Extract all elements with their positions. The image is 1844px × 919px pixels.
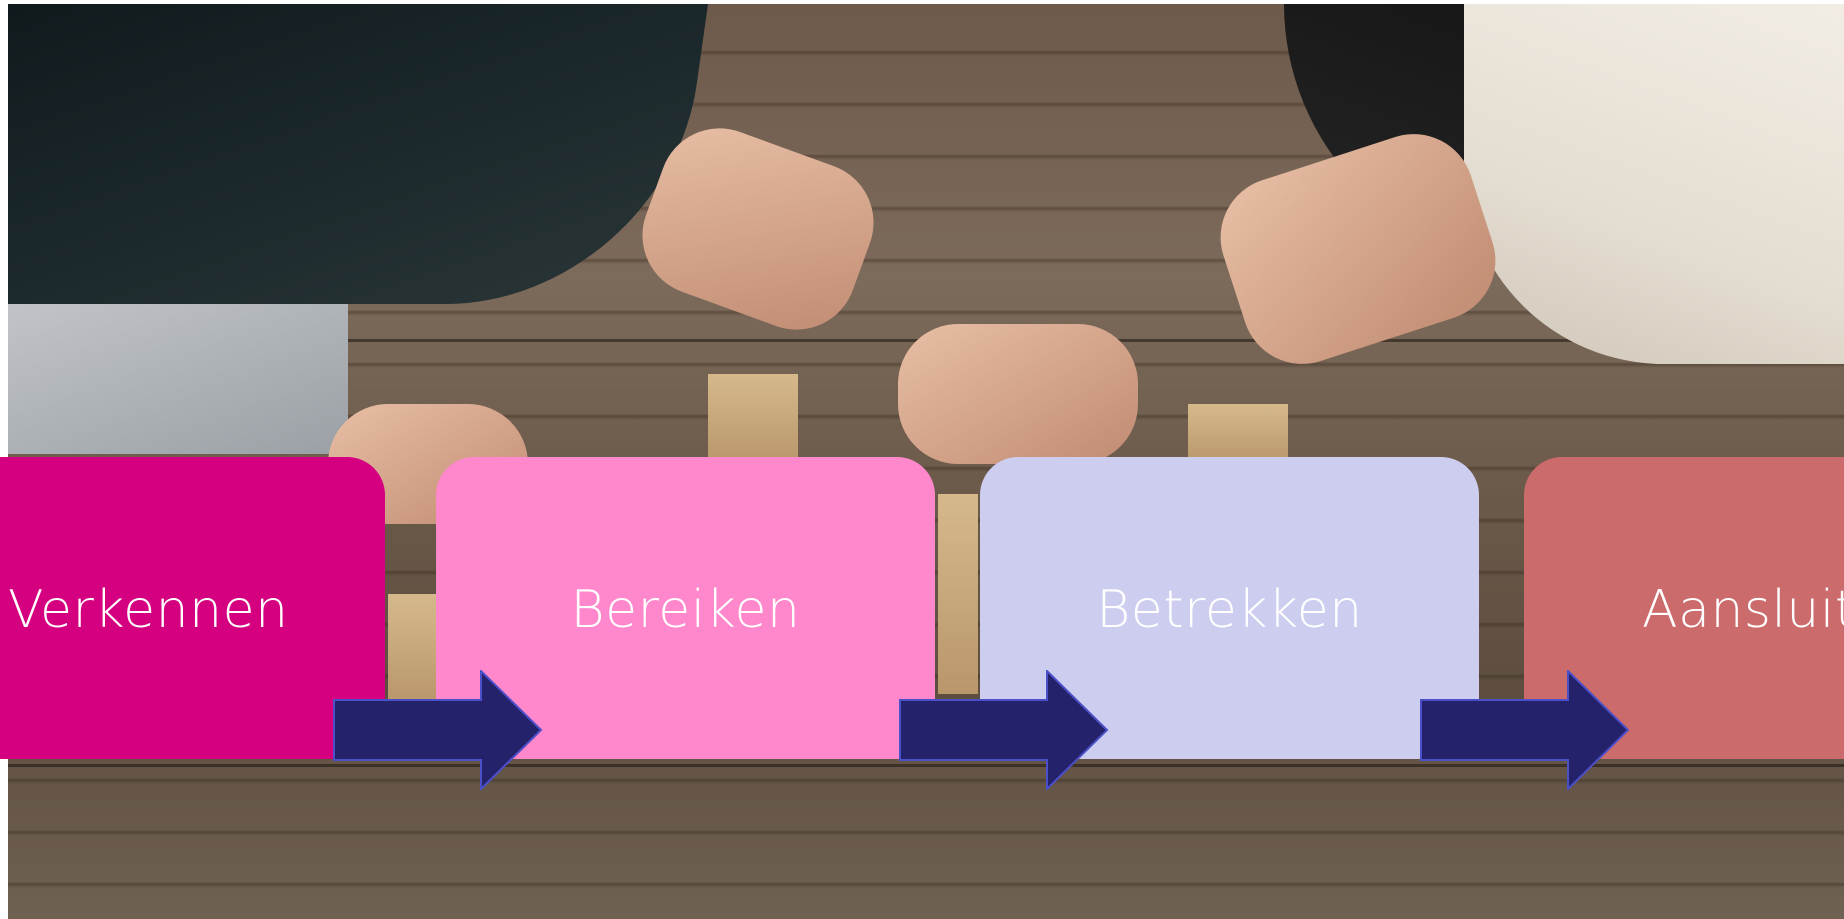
step-label: Bereiken bbox=[570, 580, 801, 640]
wooden-block bbox=[938, 494, 978, 694]
arrow-right-icon bbox=[333, 670, 543, 790]
wood-plank-edge bbox=[8, 764, 1844, 767]
step-label: Verkennen bbox=[8, 580, 289, 640]
sleeve-white-right bbox=[1464, 4, 1844, 364]
background-photo bbox=[8, 4, 1844, 919]
step-verkennen: Verkennen bbox=[0, 457, 385, 759]
wooden-block bbox=[708, 374, 798, 464]
arrow-right-icon bbox=[1420, 670, 1630, 790]
arrow-right-icon bbox=[899, 670, 1109, 790]
wooden-block bbox=[1188, 404, 1288, 464]
hand-center bbox=[898, 324, 1138, 464]
step-label: Betrekken bbox=[1096, 580, 1363, 640]
step-label: Aansluiten bbox=[1642, 580, 1844, 640]
sleeve-dark-left bbox=[8, 4, 708, 304]
